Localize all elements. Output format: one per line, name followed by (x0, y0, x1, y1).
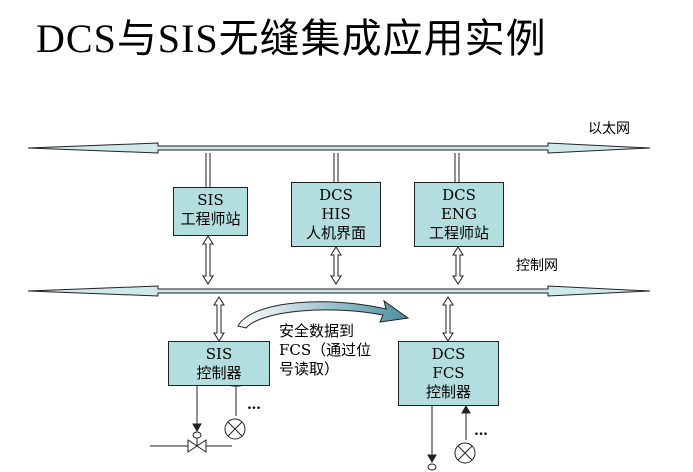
dcs-eng-station: DCS ENG 工程师站 (414, 182, 504, 247)
sis-controller: SIS 控制器 (168, 341, 270, 386)
dcs-more-devices: … (474, 423, 489, 439)
sis-engineering-station: SIS 工程师站 (173, 187, 248, 236)
control-network-bus (27, 285, 651, 297)
dcs-eng-line3: 工程师站 (428, 224, 489, 242)
sis-more-devices: … (247, 397, 262, 413)
sis-ctrl-line1: SIS (205, 345, 233, 363)
dcs-ctrl-line3: 控制器 (425, 383, 471, 401)
transfer-arrow (237, 299, 410, 329)
ethernet-bus (27, 142, 651, 154)
dcs-his-line2: HIS (321, 205, 351, 223)
dcs-eng-line1: DCS (442, 186, 476, 204)
transfer-note: 安全数据到 FCS（通过位 号读取） (279, 322, 371, 379)
transfer-note-line2: FCS（通过位 (279, 341, 372, 359)
dcs-his-line3: 人机界面 (305, 224, 366, 242)
sis-eng-line2: 工程师站 (180, 210, 241, 228)
sis-eng-line1: SIS (197, 191, 224, 209)
transfer-note-line3: 号读取） (279, 360, 340, 378)
dcs-his-line1: DCS (319, 186, 353, 204)
dcs-field-devices (427, 404, 476, 471)
transfer-note-line1: 安全数据到 (279, 322, 355, 340)
ethernet-label: 以太网 (588, 121, 630, 137)
control-network-label: 控制网 (516, 258, 558, 274)
dcs-his-station: DCS HIS 人机界面 (291, 182, 381, 247)
dcs-ctrl-line1: DCS (431, 345, 466, 363)
sis-field-devices (150, 379, 246, 453)
sis-ctrl-line2: 控制器 (196, 364, 242, 382)
dcs-eng-line2: ENG (440, 205, 478, 223)
dcs-ctrl-line2: FCS (432, 364, 465, 382)
ethernet-links (205, 153, 460, 187)
dcs-fcs-controller: DCS FCS 控制器 (398, 341, 499, 406)
page-title: DCS与SIS无缝集成应用实例 (36, 16, 547, 61)
